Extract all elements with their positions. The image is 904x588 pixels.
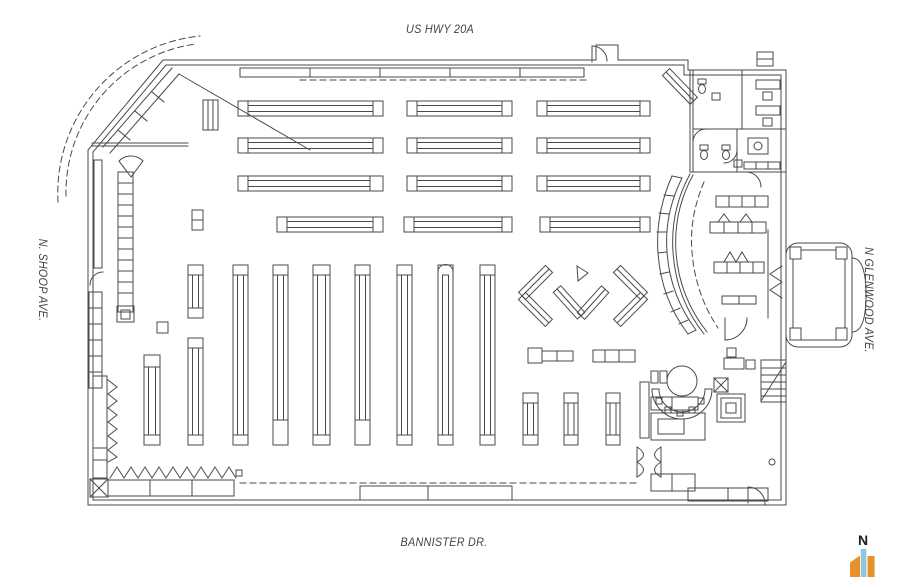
vertical-aisles — [143, 264, 621, 446]
building-outline — [87, 44, 787, 506]
street-label-us-hwy-20a: US HWY 20A — [406, 22, 474, 36]
chevron-displays — [517, 264, 649, 364]
curved-promo-wall — [656, 173, 719, 335]
backroom-fixtures — [687, 347, 787, 505]
right-shelf-rows — [709, 195, 783, 341]
compass: N — [845, 532, 881, 583]
top-wall-shelving — [191, 67, 699, 231]
street-label-bannister-dr: BANNISTER DR. — [400, 535, 488, 549]
restrooms-offices — [689, 69, 787, 188]
compass-north-label: N — [857, 532, 869, 548]
left-wall-fixtures — [88, 159, 169, 389]
street-label-n-shoop-ave: N. SHOOP AVE. — [36, 238, 50, 322]
service-kiosk — [636, 365, 713, 492]
street-label-n-glenwood-ave: N GLENWOOD AVE. — [862, 247, 876, 353]
horizontal-aisles — [237, 100, 651, 233]
compass-logo-icon — [850, 549, 875, 577]
entrance-canopy — [57, 35, 311, 203]
produce-zigzag-displays — [89, 375, 641, 501]
loading-truck — [785, 242, 867, 348]
